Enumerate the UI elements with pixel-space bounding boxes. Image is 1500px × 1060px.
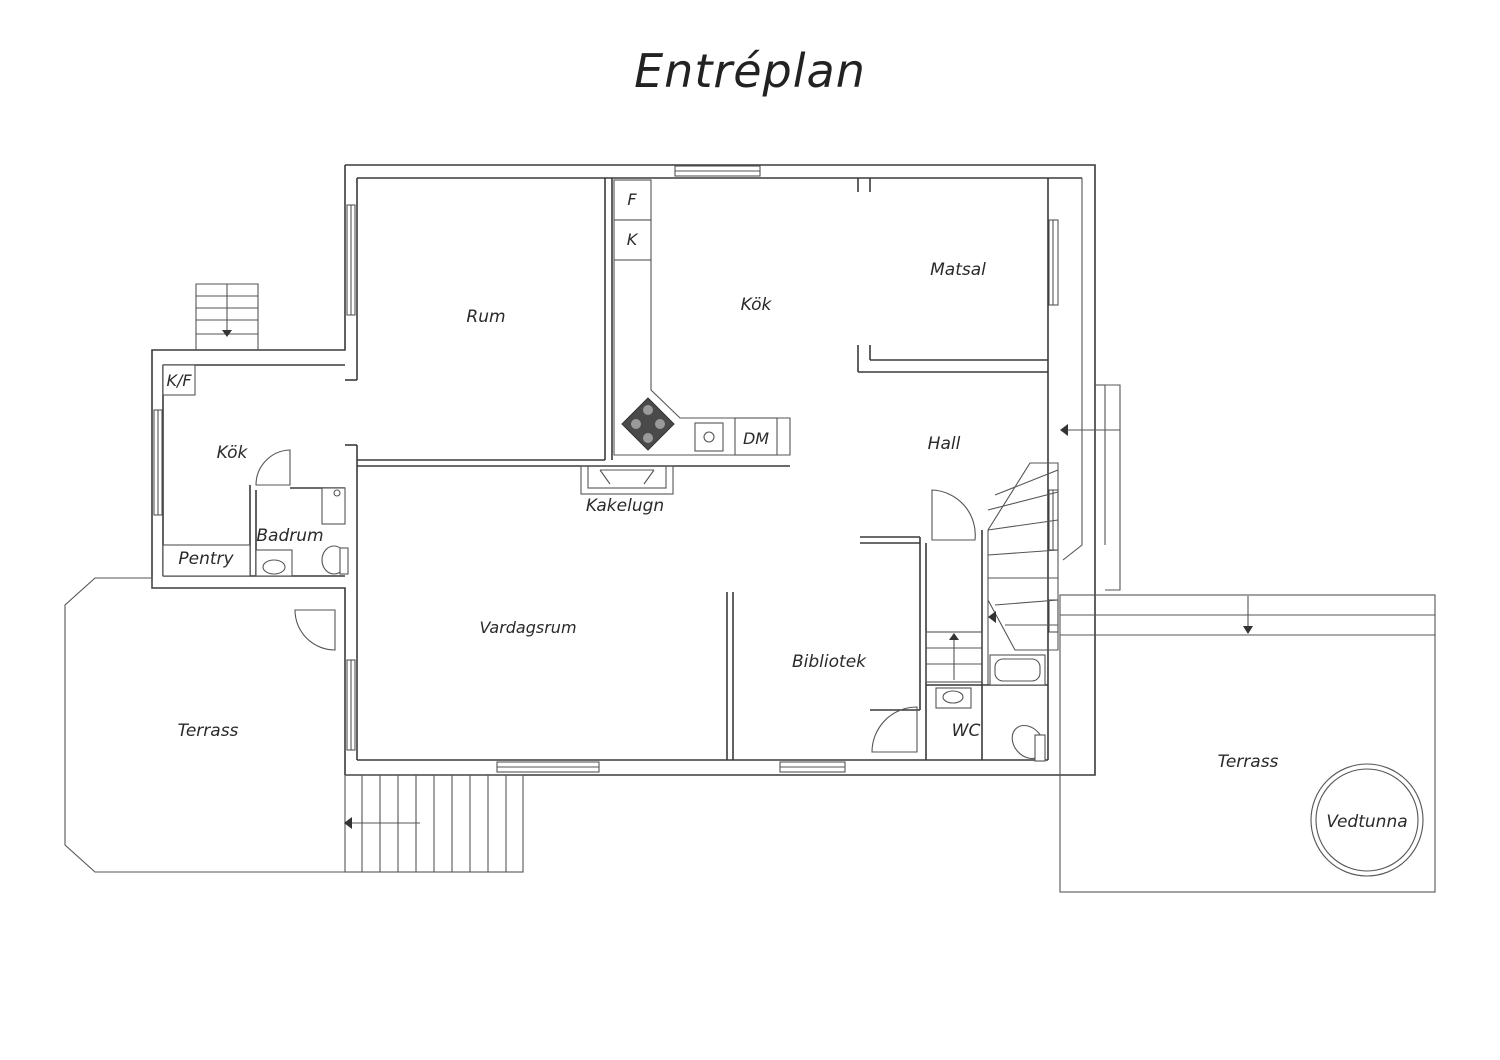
label-badrum: Badrum: [256, 526, 323, 546]
label-freezer: K: [627, 230, 639, 249]
label-matsal: Matsal: [930, 260, 986, 280]
label-vardagsrum: Vardagsrum: [479, 618, 576, 637]
left-entry-stairs: [195, 283, 259, 350]
door-swings: [255, 449, 976, 753]
label-hall: Hall: [928, 434, 961, 454]
label-kf: K/F: [166, 371, 192, 390]
label-dishwasher: DM: [743, 429, 769, 448]
label-terrass-right: Terrass: [1218, 752, 1279, 772]
right-terrace: [1059, 594, 1436, 893]
label-vedtunna: Vedtunna: [1326, 812, 1407, 832]
right-porch: [1060, 178, 1121, 591]
plan-title: Entréplan: [634, 44, 866, 98]
label-fridge: F: [627, 190, 637, 209]
wc-fixtures: [935, 654, 1046, 762]
kitchen-column: [613, 179, 791, 456]
label-bibliotek: Bibliotek: [792, 652, 867, 672]
label-wc: WC: [952, 721, 981, 741]
label-rum: Rum: [466, 307, 505, 327]
label-kakelugn: Kakelugn: [586, 496, 664, 516]
small-kitchen-fixtures: [162, 364, 349, 577]
stove: [621, 397, 675, 451]
room-labels: Rum Kök Matsal Hall Kök K/F Badrum Pentr…: [166, 190, 1407, 832]
kakelugn-stove: [580, 465, 674, 495]
interior-walls: [249, 178, 1049, 760]
label-kok-main: Kök: [741, 295, 773, 315]
label-kok-small: Kök: [217, 443, 249, 463]
front-stairs: [344, 774, 524, 873]
label-pentry: Pentry: [178, 549, 234, 569]
left-terrace: [64, 577, 345, 873]
label-terrass-left: Terrass: [178, 721, 239, 741]
interior-stairs: [925, 462, 1059, 685]
